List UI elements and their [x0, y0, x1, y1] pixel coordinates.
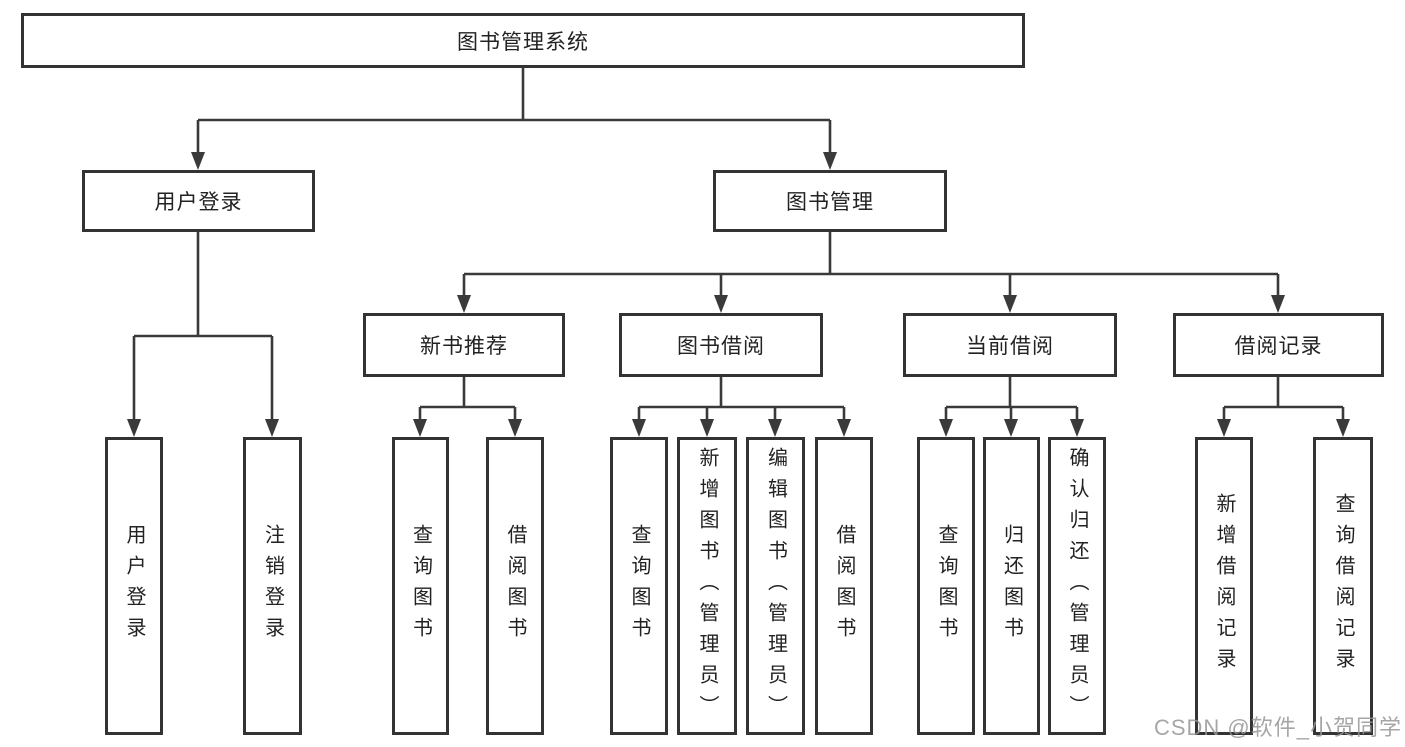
node-current-borrowing-label: 当前借阅 [966, 335, 1054, 358]
leaf-borrow-book-2-label: 借阅图书 [833, 524, 855, 648]
node-current-borrowing: 当前借阅 [903, 313, 1117, 377]
leaf-query-book-1-label: 查询图书 [409, 524, 432, 648]
node-new-book-recommend-label: 新书推荐 [420, 335, 508, 358]
leaf-add-borrow-record-label: 新增借阅记录 [1213, 493, 1235, 679]
node-book-management-label: 图书管理 [786, 191, 874, 214]
leaf-query-book-1: 查询图书 [392, 437, 449, 735]
node-book-borrowing-label: 图书借阅 [677, 335, 765, 358]
leaf-edit-book-admin-label: 编辑图书（管理员） [764, 446, 787, 726]
node-book-management: 图书管理 [713, 170, 947, 232]
node-new-book-recommend: 新书推荐 [363, 313, 565, 377]
leaf-query-book-3: 查询图书 [917, 437, 975, 735]
leaf-query-borrow-record: 查询借阅记录 [1313, 437, 1373, 735]
leaf-query-book-3-label: 查询图书 [935, 524, 957, 648]
leaf-query-borrow-record-label: 查询借阅记录 [1332, 493, 1354, 679]
leaf-confirm-return-admin-label: 确认归还（管理员） [1066, 446, 1088, 726]
node-user-login-label: 用户登录 [154, 191, 243, 214]
leaf-borrow-book-1: 借阅图书 [486, 437, 544, 735]
leaf-user-login: 用户登录 [105, 437, 163, 735]
leaf-edit-book-admin: 编辑图书（管理员） [746, 437, 805, 735]
node-borrowing-records-label: 借阅记录 [1234, 335, 1323, 358]
leaf-borrow-book-1-label: 借阅图书 [504, 524, 526, 648]
leaf-return-book-label: 归还图书 [1000, 524, 1023, 648]
leaf-logout-label: 注销登录 [261, 524, 284, 648]
leaf-logout: 注销登录 [243, 437, 302, 735]
node-user-login: 用户登录 [82, 170, 315, 232]
leaf-confirm-return-admin: 确认归还（管理员） [1048, 437, 1106, 735]
leaf-add-book-admin: 新增图书（管理员） [677, 437, 737, 735]
leaf-query-book-2: 查询图书 [610, 437, 668, 735]
leaf-add-book-admin-label: 新增图书（管理员） [696, 446, 718, 726]
csdn-watermark: CSDN @软件_小贺同学 [1153, 715, 1402, 740]
leaf-return-book: 归还图书 [983, 437, 1040, 735]
node-system-root: 图书管理系统 [21, 13, 1025, 68]
arrow-down-icons [127, 152, 1350, 437]
leaf-user-login-label: 用户登录 [123, 524, 145, 648]
leaf-query-book-2-label: 查询图书 [628, 524, 650, 648]
connector-lines [132, 68, 1345, 421]
node-system-root-label: 图书管理系统 [457, 30, 589, 54]
leaf-borrow-book-2: 借阅图书 [815, 437, 873, 735]
node-borrowing-records: 借阅记录 [1173, 313, 1384, 377]
node-book-borrowing: 图书借阅 [619, 313, 823, 377]
leaf-add-borrow-record: 新增借阅记录 [1195, 437, 1253, 735]
